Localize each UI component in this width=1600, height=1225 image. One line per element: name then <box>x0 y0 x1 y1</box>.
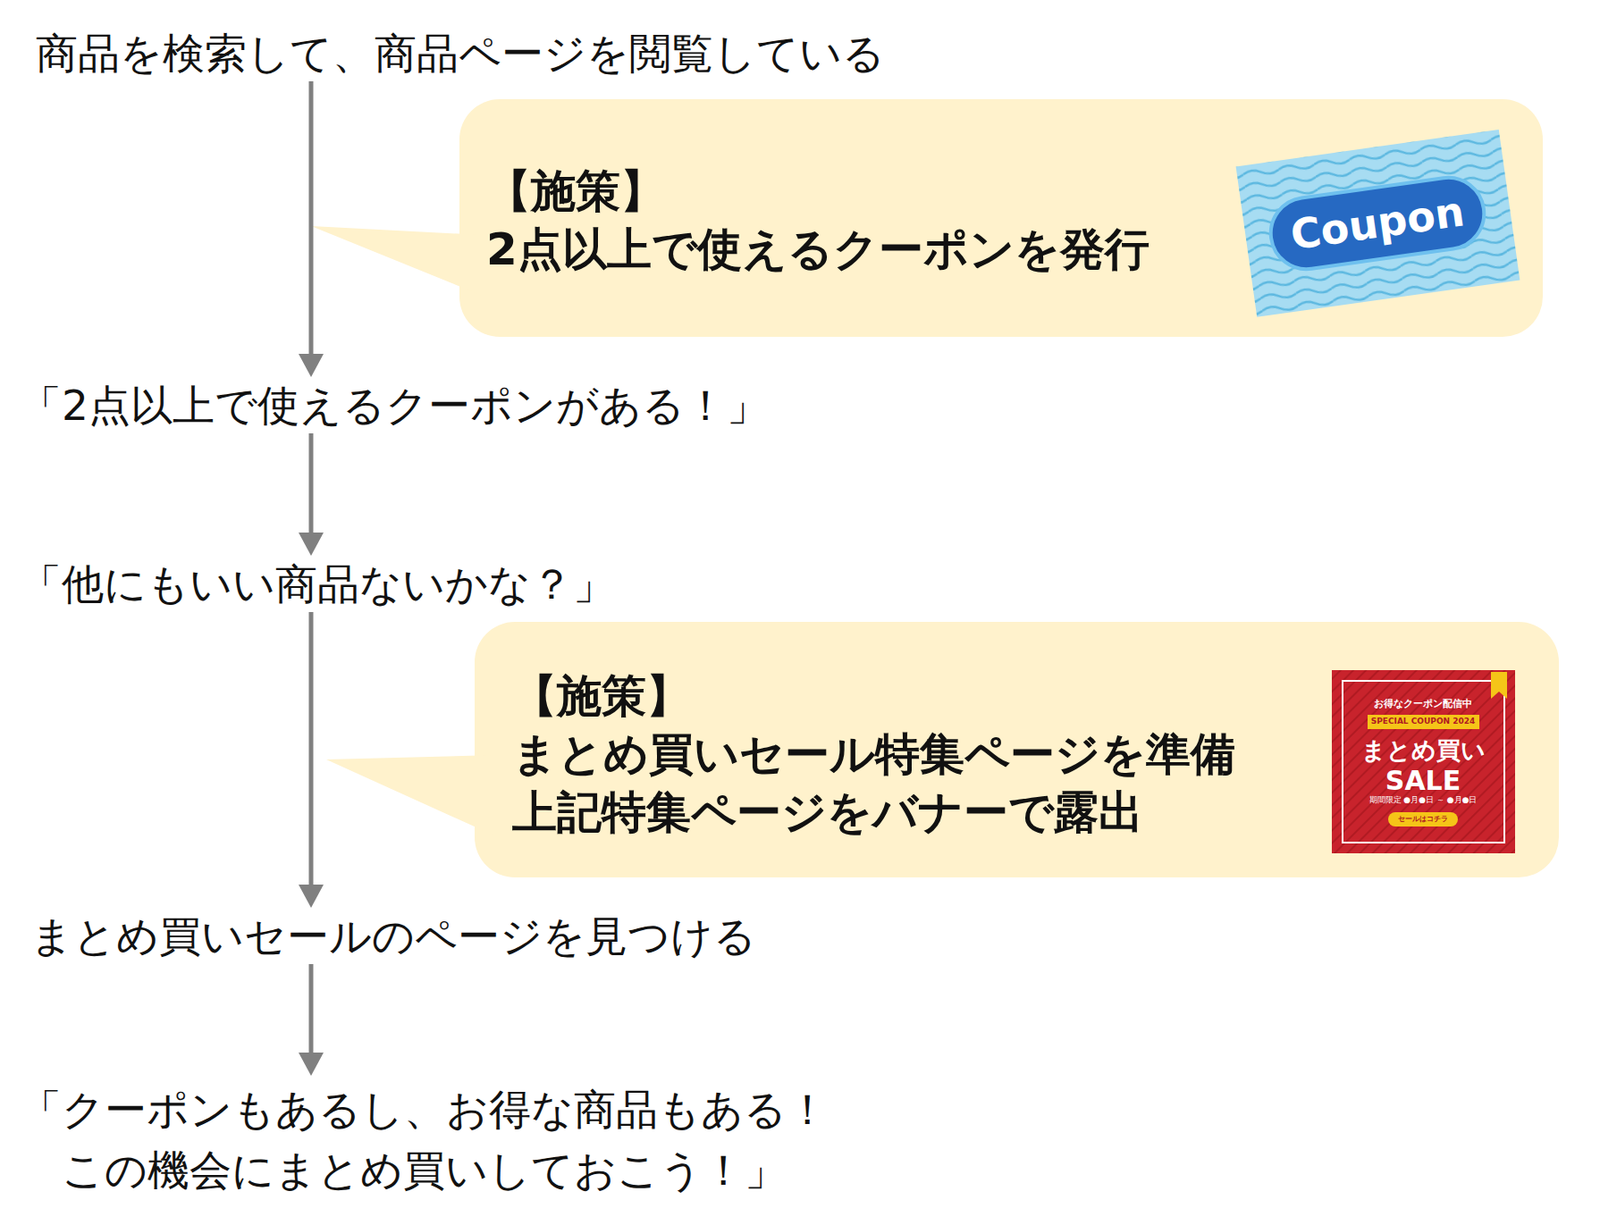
step-text-box: 「2点以上で使えるクーポンがある！」 <box>14 377 775 434</box>
callout-background <box>459 99 1543 337</box>
banner-text: SALE <box>1385 766 1461 796</box>
step-text-box: まとめ買いセールのページを見つける <box>25 908 762 965</box>
step-text: 「クーポンもあるし、お得な商品もある！ この機会にまとめ買いしておこう！」 <box>19 1079 878 1202</box>
flow-arrow <box>309 964 314 1068</box>
callout-body: 上記特集ページをバナーで露出 <box>512 783 1144 843</box>
coupon-illustration <box>1236 129 1521 318</box>
callout-tail <box>311 226 483 296</box>
step-text: 商品を検索して、商品ページを閲覧している <box>35 28 885 78</box>
sale-banner-illustration <box>1331 670 1516 854</box>
flow-arrow <box>309 433 314 548</box>
step-text-box: 商品を検索して、商品ページを閲覧している <box>30 25 891 82</box>
callout-body: 2点以上で使えるクーポンを発行 <box>486 220 1150 279</box>
callout-heading: 【施策】 <box>486 162 666 221</box>
step-text-box: 「クーポンもあるし、お得な商品もある！ この機会にまとめ買いしておこう！」 <box>14 1076 884 1205</box>
banner-text: まとめ買い <box>1361 737 1486 765</box>
flow-arrow <box>309 81 314 369</box>
banner-text: セールはコチラ <box>1397 816 1449 825</box>
step-text: 「他にもいい商品ないかな？」 <box>19 559 615 609</box>
banner-text: 期間限定 ●月●日 ～ ●月●日 <box>1369 796 1478 806</box>
callout-tail <box>326 755 497 837</box>
step-text-box: 「他にもいい商品ないかな？」 <box>14 555 621 613</box>
banner-text: SPECIAL COUPON 2024 <box>1371 717 1476 727</box>
step-text: まとめ買いセールのページを見つける <box>30 911 757 961</box>
flow-arrow <box>309 612 314 900</box>
callout-heading: 【施策】 <box>512 667 691 726</box>
step-text: 「2点以上で使えるクーポンがある！」 <box>19 380 769 430</box>
banner-text: お得なクーポン配信中 <box>1373 698 1473 710</box>
callout-backgrounds <box>459 99 1559 878</box>
callout-background <box>474 622 1559 878</box>
callout-body: まとめ買いセール特集ページを準備 <box>512 725 1236 784</box>
